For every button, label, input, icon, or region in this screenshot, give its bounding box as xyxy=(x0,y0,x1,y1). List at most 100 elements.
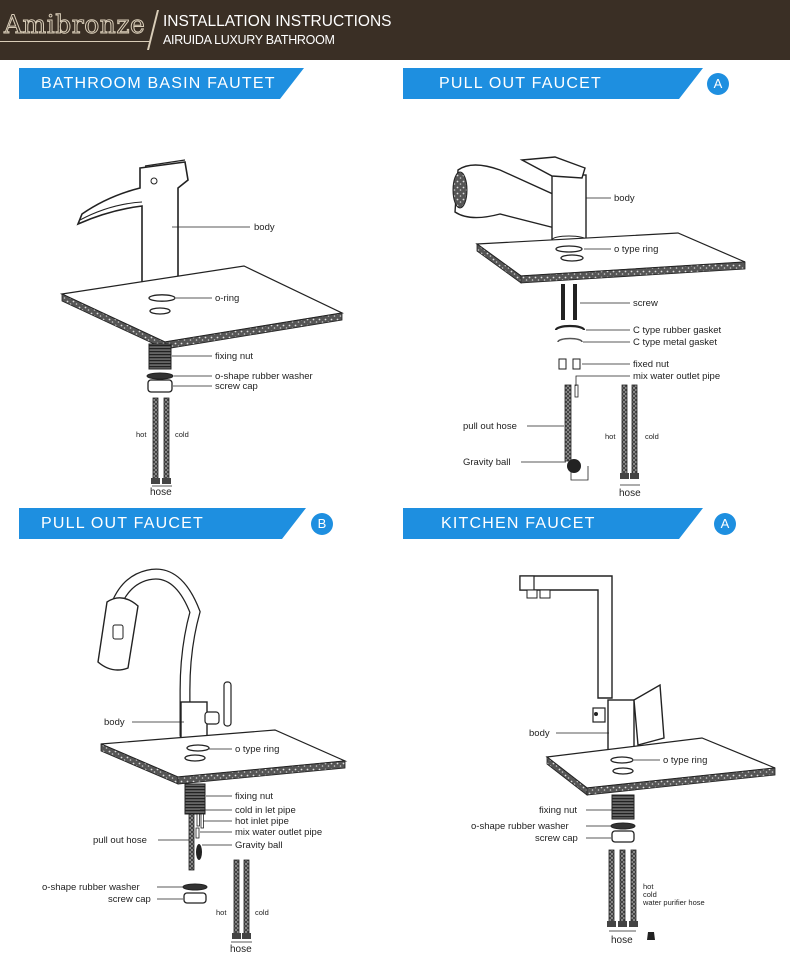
basin-faucet-diagram: body o-ring fixing nut o-shape rubber wa… xyxy=(59,159,344,498)
kitchen-purifier-hose xyxy=(630,849,637,925)
pull-a-faucet-body xyxy=(551,174,587,242)
badge-pull-b: B xyxy=(311,513,333,535)
basin-faucet-body xyxy=(76,161,189,291)
pull-b-label-hose: hose xyxy=(230,944,252,955)
header-title: INSTALLATION INSTRUCTIONS xyxy=(163,13,392,30)
pull-b-label-o-type-ring: o type ring xyxy=(235,744,279,755)
kitchen-label-washer: o-shape rubber washer xyxy=(471,821,569,832)
pull-b-label-hot-pipe: hot inlet pipe xyxy=(235,816,289,827)
kitchen-filter-plug xyxy=(647,932,655,940)
pull-b-label-body: body xyxy=(104,717,125,728)
kitchen-label-body: body xyxy=(529,728,550,739)
pull-a-label-c-rubber: C type rubber gasket xyxy=(633,325,722,336)
pull-a-label-cold: cold xyxy=(645,432,659,441)
badge-kitchen: A xyxy=(714,513,736,535)
pull-b-cold-hose xyxy=(243,859,250,937)
pull-b-label-screw-cap: screw cap xyxy=(108,894,151,905)
kitchen-faucet-diagram: body o type ring fixing nut o-shape rubb… xyxy=(471,575,776,946)
basin-label-screw-cap: screw cap xyxy=(215,381,258,392)
banner-pull-a: PULL OUT FAUCET xyxy=(403,68,703,99)
pull-a-label-o-type-ring: o type ring xyxy=(614,244,658,255)
pull-b-mix-pipe xyxy=(195,827,200,839)
kitchen-screw-cap xyxy=(611,830,635,843)
pull-a-screw xyxy=(561,284,565,320)
basin-label-fixing-nut: fixing nut xyxy=(215,351,253,362)
pull-a-gravity-ball xyxy=(567,459,581,473)
basin-o-ring xyxy=(148,294,176,302)
banner-pull-b: PULL OUT FAUCET xyxy=(19,508,306,539)
basin-cold-hose xyxy=(163,397,170,481)
pull-b-hot-hose xyxy=(233,859,240,937)
kitchen-label-screw-cap: screw cap xyxy=(535,833,578,844)
pull-b-fixing-nut xyxy=(184,783,206,815)
pull-a-handle xyxy=(519,156,586,179)
kitchen-handle xyxy=(633,683,665,746)
logo-rule xyxy=(0,41,150,42)
basin-hot-hose xyxy=(152,397,159,481)
kitchen-label-cold: cold xyxy=(643,890,657,899)
basin-label-body: body xyxy=(254,222,275,233)
pull-b-label-cold-pipe: cold in let pipe xyxy=(235,805,296,816)
pull-a-pull-out-hose xyxy=(564,384,572,462)
pull-out-b-diagram: body o type ring fixing nut cold in let … xyxy=(42,568,348,955)
pull-a-label-hose: hose xyxy=(619,488,641,499)
banner-pull-b-label: PULL OUT FAUCET xyxy=(41,515,204,532)
banner-kitchen: KITCHEN FAUCET xyxy=(403,508,703,539)
banner-basin: BATHROOM BASIN FAUTET xyxy=(19,68,304,99)
basin-label-cold: cold xyxy=(175,430,189,439)
basin-label-hot: hot xyxy=(136,430,147,439)
pull-b-handle xyxy=(223,681,232,727)
kitchen-label-purifier: water purifier hose xyxy=(642,898,705,907)
kitchen-label-o-type-ring: o type ring xyxy=(663,755,707,766)
pull-a-label-hot: hot xyxy=(605,432,616,441)
basin-fixing-nut xyxy=(148,343,172,370)
pull-a-mix-outlet-pipe xyxy=(574,384,579,398)
pull-a-cold-hose xyxy=(631,384,638,476)
pull-a-c-rubber-gasket xyxy=(554,324,586,331)
pull-b-screw-cap xyxy=(183,892,207,904)
banner-kitchen-label: KITCHEN FAUCET xyxy=(441,515,596,532)
basin-countertop xyxy=(59,265,344,343)
pull-a-spray-head xyxy=(454,164,556,229)
header-subtitle: AIRUIDA LUXURY BATHROOM xyxy=(163,33,335,47)
pull-b-label-washer: o-shape rubber washer xyxy=(42,882,140,893)
pull-out-a-diagram: body o type ring screw C type rubber gas… xyxy=(452,156,746,499)
pull-a-label-mix-pipe: mix water outlet pipe xyxy=(633,371,720,382)
kitchen-rubber-washer xyxy=(610,822,636,830)
pull-b-faucet-body xyxy=(180,701,208,741)
basin-rubber-washer xyxy=(146,372,174,380)
pull-a-c-metal-gasket xyxy=(557,337,583,343)
pull-a-hot-hose xyxy=(621,384,628,476)
page-header: Amibronze INSTALLATION INSTRUCTIONS AIRU… xyxy=(0,0,790,60)
banner-basin-label: BATHROOM BASIN FAUTET xyxy=(41,75,276,92)
pull-a-label-pull-hose: pull out hose xyxy=(463,421,517,432)
pull-b-pull-out-hose xyxy=(188,813,195,871)
pull-b-cold-pipe xyxy=(196,813,200,827)
kitchen-hot-hose xyxy=(608,849,615,925)
pull-a-label-c-metal: C type metal gasket xyxy=(633,337,717,348)
pull-a-label-fixed-nut: fixed nut xyxy=(633,359,669,370)
banner-pull-a-label: PULL OUT FAUCET xyxy=(439,75,602,92)
basin-screw-cap xyxy=(147,379,173,393)
pull-a-label-gravity-ball: Gravity ball xyxy=(463,457,511,468)
pull-b-rubber-washer xyxy=(182,883,208,891)
pull-a-fixed-nut xyxy=(558,358,567,370)
pull-b-label-mix-pipe: mix water outlet pipe xyxy=(235,827,322,838)
kitchen-faucet-body xyxy=(607,699,635,753)
pull-b-label-gravity-ball: Gravity ball xyxy=(235,840,283,851)
kitchen-label-hose: hose xyxy=(611,935,633,946)
basin-label-hose: hose xyxy=(150,487,172,498)
brand-logo: Amibronze xyxy=(3,10,146,40)
badge-pull-a: A xyxy=(707,73,729,95)
kitchen-fixing-nut xyxy=(611,794,635,820)
pull-b-label-fixing-nut: fixing nut xyxy=(235,791,273,802)
kitchen-label-hot: hot xyxy=(643,882,654,891)
kitchen-label-fixing-nut: fixing nut xyxy=(539,805,577,816)
pull-b-gooseneck xyxy=(111,569,200,740)
basin-label-o-ring: o-ring xyxy=(215,293,239,304)
pull-b-label-pull-hose: pull out hose xyxy=(93,835,147,846)
basin-label-washer: o-shape rubber washer xyxy=(215,371,313,382)
pull-b-label-cold: cold xyxy=(255,908,269,917)
pull-b-gravity-ball xyxy=(196,844,202,860)
